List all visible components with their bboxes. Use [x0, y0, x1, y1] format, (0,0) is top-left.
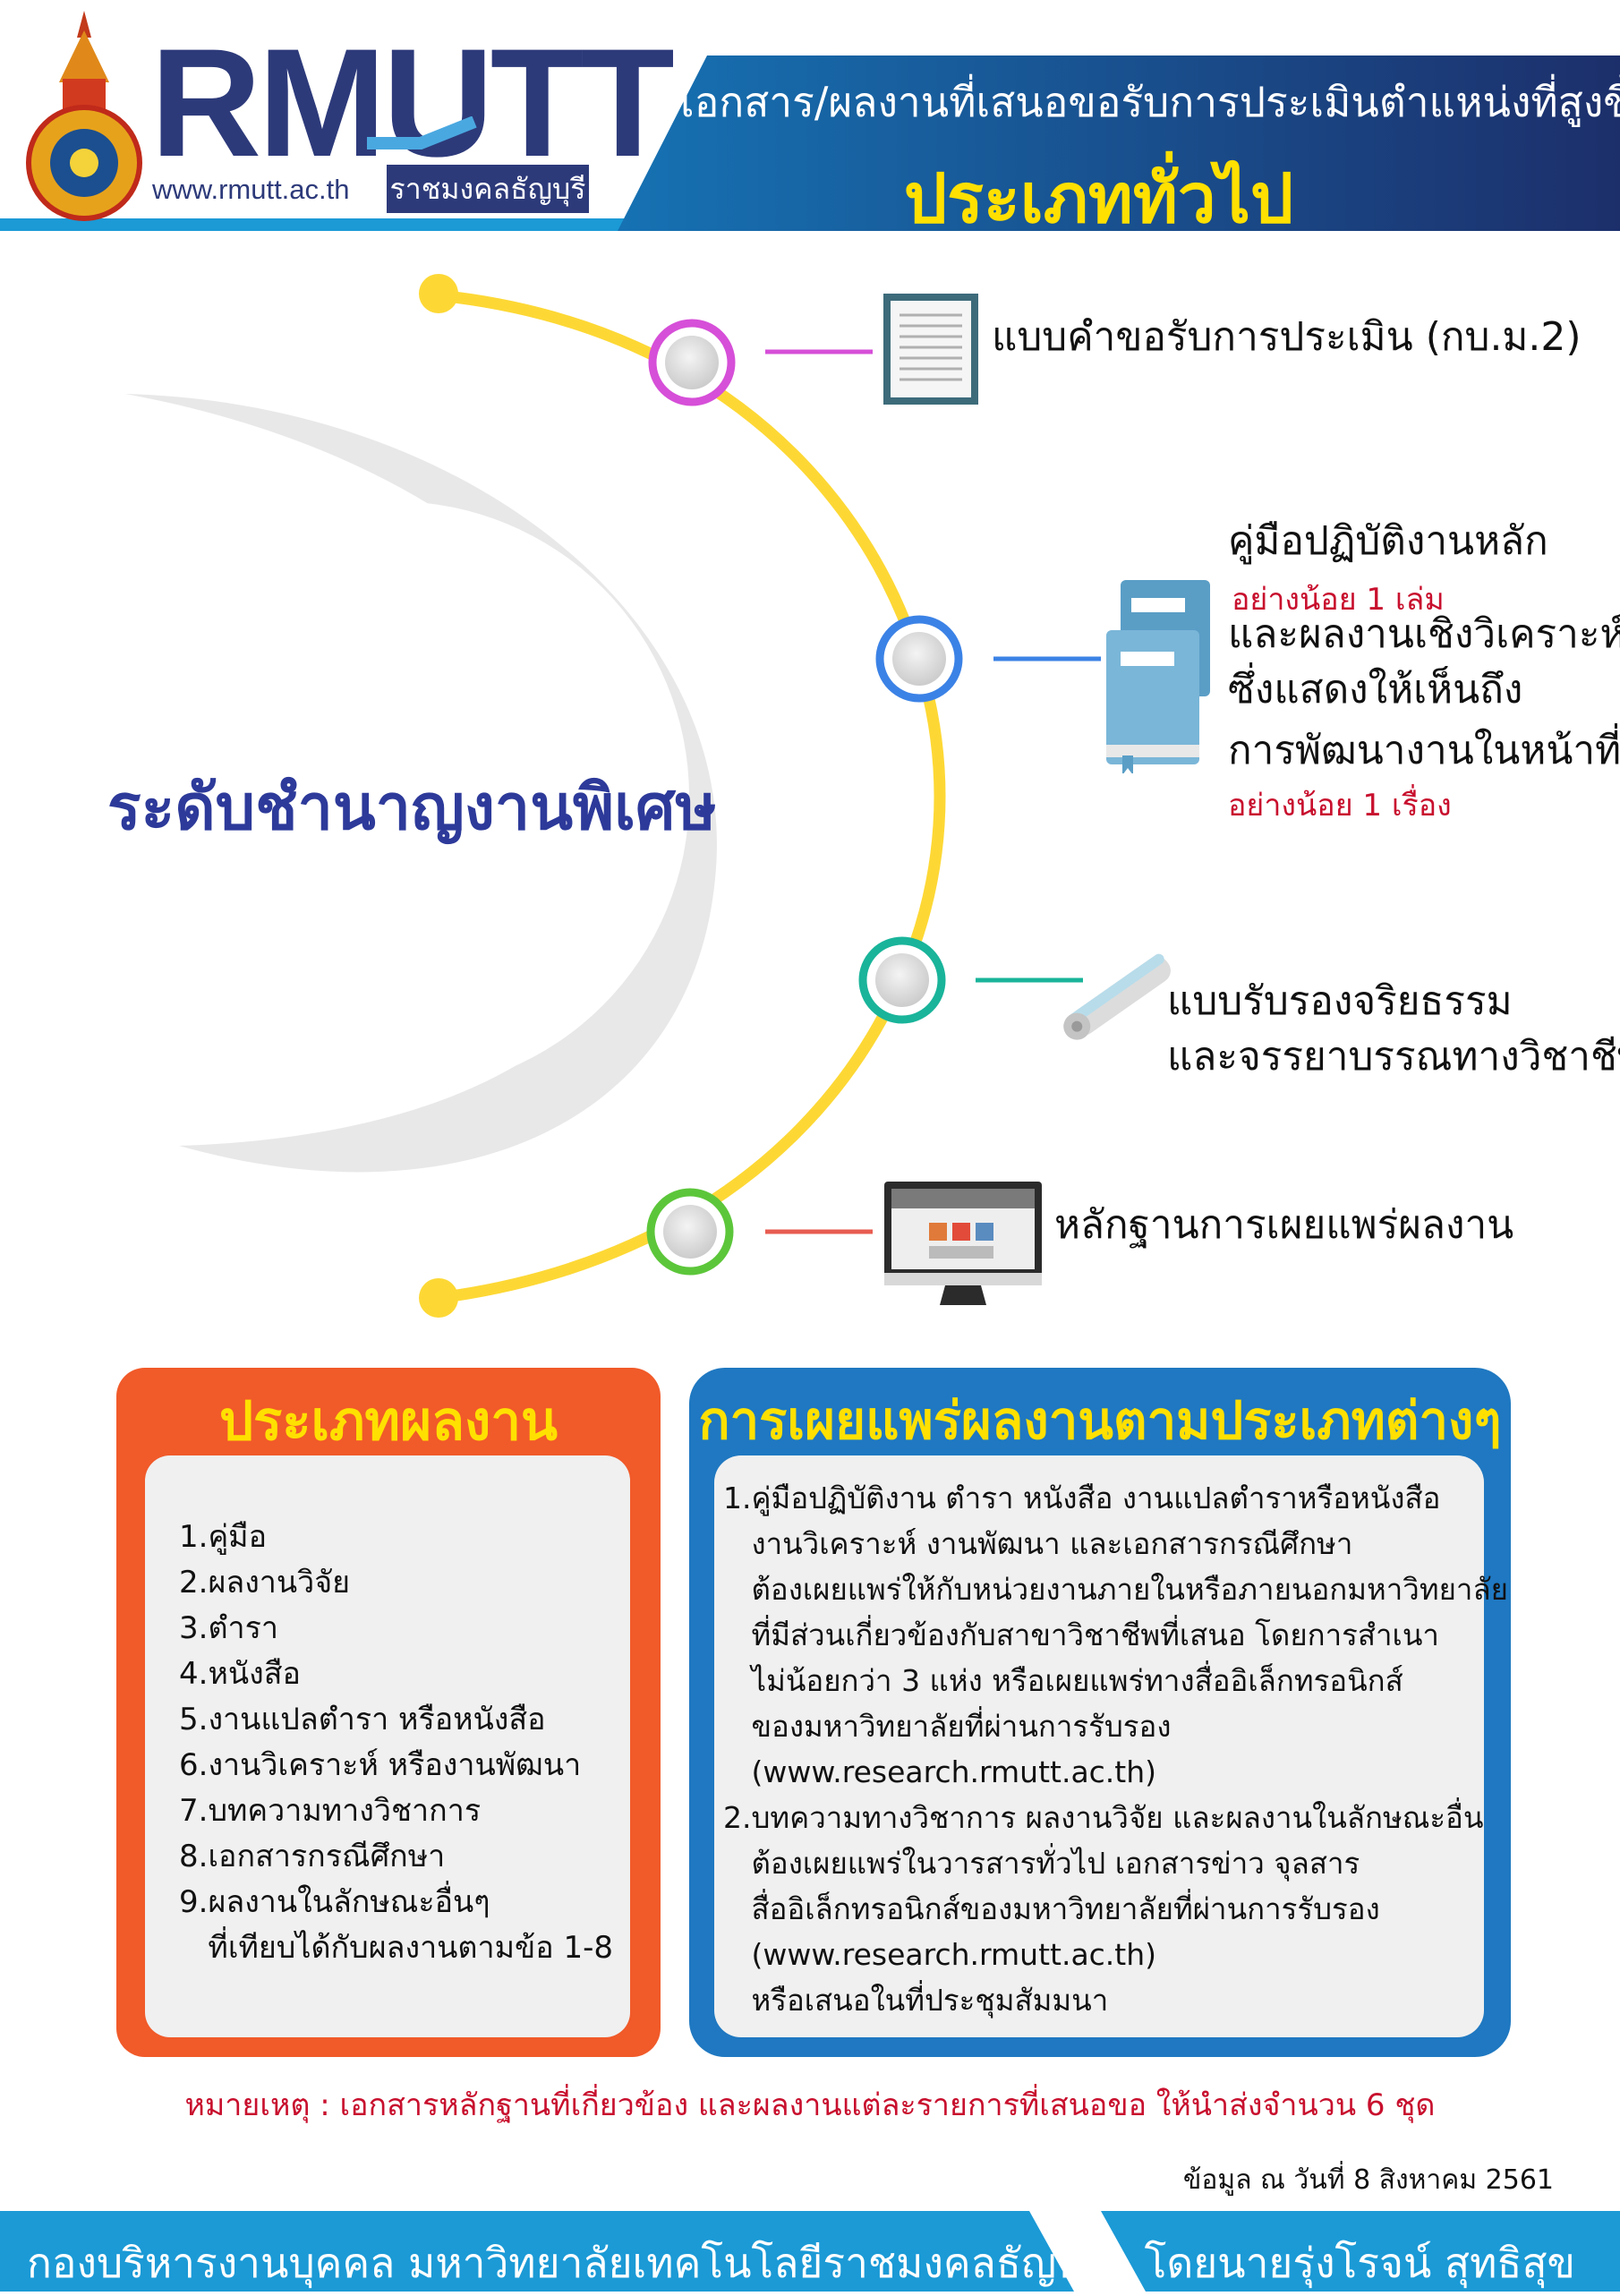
list-item: 7.บทความทางวิชาการ	[179, 1793, 482, 1829]
list-item: 5.งานแปลตำรา หรือหนังสือ	[179, 1702, 546, 1737]
list-item: 3.ตำรา	[179, 1610, 278, 1646]
item-manual-note2: อย่างน้อย 1 เรื่อง	[1228, 788, 1452, 824]
data-date: ข้อมูล ณ วันที่ 8 สิงหาคม 2561	[1182, 2164, 1554, 2196]
list-item: 1.คู่มือ	[179, 1519, 268, 1555]
scroll-icon	[1063, 953, 1171, 1040]
publish-line: หรือเสนอในที่ประชุมสัมมนา	[723, 1983, 1109, 2018]
header-banner	[0, 55, 1620, 231]
publish-box-title: การเผยแพร่ผลงานตามประเภทต่างๆ	[698, 1390, 1502, 1451]
arc-bottom-dot	[419, 1278, 458, 1318]
types-box-title: ประเภทผลงาน	[218, 1390, 558, 1453]
item-manual-line1: คู่มือปฏิบัติงานหลัก	[1228, 518, 1548, 564]
publish-line: ต้องเผยแพร่ในวารสารทั่วไป เอกสารข่าว จุล…	[723, 1846, 1360, 1881]
university-seal	[26, 11, 142, 221]
publish-line: ต้องเผยแพร่ให้กับหน่วยงานภายในหรือภายนอก…	[723, 1572, 1509, 1607]
list-item: 9.ผลงานในลักษณะอื่นๆ	[179, 1884, 490, 1920]
publish-line: ของมหาวิทยาลัยที่ผ่านการรับรอง	[723, 1709, 1172, 1744]
level-title: ระดับชำนาญงานพิเศษ	[107, 771, 717, 844]
logo-swoosh	[367, 116, 477, 149]
publish-line: (www.research.rmutt.ac.th)	[723, 1937, 1157, 1972]
logo-university-name: ราชมงคลธัญบุรี	[387, 165, 589, 213]
publish-line: ที่มีส่วนเกี่ยวข้องกับสาขาวิชาชีพที่เสนอ…	[723, 1617, 1439, 1652]
arc-top-dot	[419, 274, 458, 313]
publish-line: 2.บทความทางวิชาการ ผลงานวิจัย และผลงานใน…	[723, 1800, 1484, 1835]
books-icon	[1106, 580, 1210, 773]
logo-url: www.rmutt.ac.th	[152, 174, 350, 205]
publish-line: งานวิเคราะห์ งานพัฒนา และเอกสารกรณีศึกษา	[723, 1526, 1353, 1561]
publish-box-panel	[714, 1455, 1484, 2037]
item-manual-line4: การพัฒนางานในหน้าที่	[1228, 728, 1620, 773]
list-item: 6.งานวิเคราะห์ หรืองานพัฒนา	[179, 1747, 582, 1783]
note-text: หมายเหตุ : เอกสารหลักฐานที่เกี่ยวข้อง แล…	[184, 2087, 1436, 2123]
footer-band	[0, 2211, 1620, 2292]
list-item: 4.หนังสือ	[179, 1656, 301, 1692]
item-form-label: แบบคำขอรับการประเมิน (กบ.ม.2)	[992, 314, 1582, 360]
header-type: ประเภททั่วไป	[903, 158, 1294, 238]
node-manual	[875, 615, 1101, 703]
types-list: 1.คู่มือ 2.ผลงานวิจัย 3.ตำรา 4.หนังสือ 5…	[179, 1515, 613, 1971]
types-box-panel	[145, 1455, 630, 2037]
item-ethics-line1: แบบรับรองจริยธรรม	[1167, 978, 1513, 1024]
footer-department: กองบริหารงานบุคคล มหาวิทยาลัยเทคโนโลยีรา…	[27, 2239, 1105, 2287]
publish-line: ไม่น้อยกว่า 3 แห่ง หรือเผยแพร่ทางสื่ออิเ…	[723, 1663, 1403, 1698]
publish-line: 1.คู่มือปฏิบัติงาน ตำรา หนังสือ งานแปลตำ…	[723, 1481, 1441, 1515]
publish-line: (www.research.rmutt.ac.th)	[723, 1754, 1157, 1789]
monitor-icon	[884, 1182, 1042, 1305]
item-manual-line3: ซึ่งแสดงให้เห็นถึง	[1228, 667, 1523, 713]
header-title: เอกสาร/ผลงานที่เสนอขอรับการประเมินตำแหน่…	[680, 78, 1620, 126]
list-item: ที่เทียบได้กับผลงานตามข้อ 1-8	[179, 1930, 613, 1966]
publish-line: สื่ออิเล็กทรอนิกส์ของมหาวิทยาลัยที่ผ่านก…	[723, 1891, 1380, 1926]
node-ethics	[858, 936, 1083, 1024]
item-evidence-label: หลักฐานการเผยแพร่ผลงาน	[1054, 1202, 1514, 1248]
node-form	[648, 319, 873, 406]
list-item: 8.เอกสารกรณีศึกษา	[179, 1839, 446, 1874]
item-ethics-line2: และจรรยาบรรณทางวิชาชีพ	[1167, 1034, 1620, 1080]
item-manual-line2: และผลงานเชิงวิเคราะห์	[1228, 611, 1620, 657]
item-manual-note1: อย่างน้อย 1 เล่ม	[1232, 582, 1445, 618]
document-icon	[883, 294, 978, 405]
arc-diagram	[98, 274, 1101, 1318]
list-item: 2.ผลงานวิจัย	[179, 1565, 351, 1600]
logo-wordmark: RMUTT	[150, 17, 675, 189]
publish-text: 1.คู่มือปฏิบัติงาน ตำรา หนังสือ งานแปลตำ…	[723, 1475, 1509, 2023]
node-evidence	[646, 1188, 873, 1276]
footer-author: โดยนายรุ่งโรจน์ สุทธิสุข	[1144, 2239, 1575, 2287]
